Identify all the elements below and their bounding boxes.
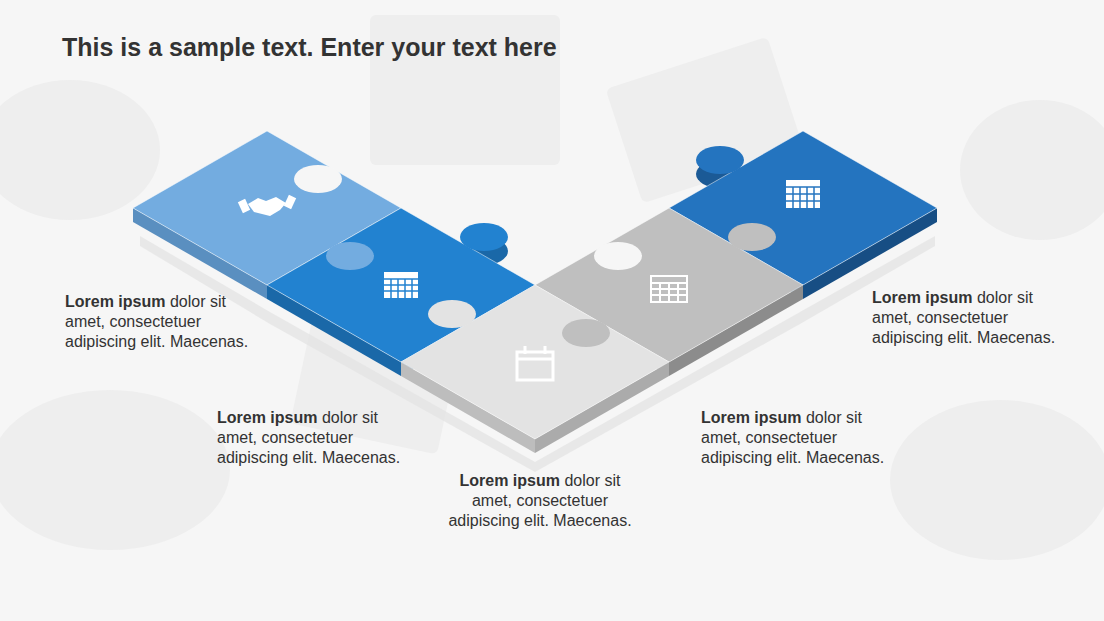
slide-title: This is a sample text. Enter your text h… xyxy=(62,33,557,62)
text-block: Lorem ipsumdolor sit amet, consectetuer … xyxy=(701,408,896,468)
text-block: Lorem ipsumdolor sit amet, consectetuer … xyxy=(65,292,260,352)
puzzle-piece xyxy=(401,285,669,453)
puzzle-knobs xyxy=(294,146,776,347)
text-heading: Lorem ipsum xyxy=(217,409,317,426)
text-heading: Lorem ipsum xyxy=(872,289,972,306)
spreadsheet-icon xyxy=(651,276,687,302)
calendar-outline-icon xyxy=(517,346,553,380)
text-heading: Lorem ipsum xyxy=(460,472,560,489)
text-block: Lorem ipsumdolor sit amet, consectetuer … xyxy=(440,471,640,531)
text-block: Lorem ipsumdolor sit amet, consectetuer … xyxy=(872,288,1067,348)
background-shapes xyxy=(0,15,1104,560)
handshake-icon xyxy=(238,195,296,216)
calendar-icon xyxy=(384,272,418,298)
calendar-icon xyxy=(786,180,820,208)
text-heading: Lorem ipsum xyxy=(701,409,801,426)
text-heading: Lorem ipsum xyxy=(65,293,165,310)
text-block: Lorem ipsumdolor sit amet, consectetuer … xyxy=(217,408,412,468)
